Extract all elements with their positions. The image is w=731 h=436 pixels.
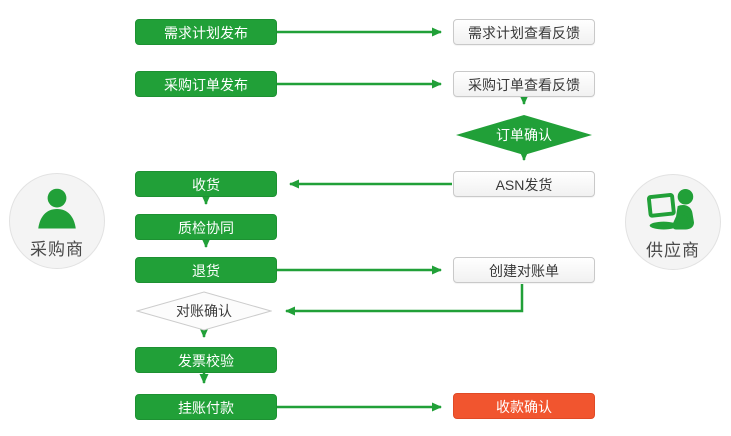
node-receive-goods: 收货 (135, 171, 277, 197)
person-bust-icon (32, 185, 82, 233)
person-laptop-icon (645, 186, 701, 234)
buyer-label: 采购商 (30, 240, 84, 259)
node-pending-payment: 挂账付款 (135, 394, 277, 420)
node-order-confirm: 订单确认 (456, 115, 592, 155)
node-reconciliation-confirm: 对账确认 (136, 291, 272, 331)
node-quality-inspection: 质检协同 (135, 214, 277, 240)
node-demand-plan-view-feedback: 需求计划查看反馈 (453, 19, 595, 45)
supplier-actor: 供应商 (625, 174, 721, 270)
node-purchase-order-publish: 采购订单发布 (135, 71, 277, 97)
node-return-goods: 退货 (135, 257, 277, 283)
node-create-statement: 创建对账单 (453, 257, 595, 283)
node-invoice-verification: 发票校验 (135, 347, 277, 373)
node-demand-plan-publish: 需求计划发布 (135, 19, 277, 45)
node-receipt-confirm: 收款确认 (453, 393, 595, 419)
node-purchase-order-view-feedback: 采购订单查看反馈 (453, 71, 595, 97)
node-asn-ship: ASN发货 (453, 171, 595, 197)
buyer-actor: 采购商 (9, 173, 105, 269)
order-confirm-label: 订单确认 (496, 127, 552, 143)
reconciliation-confirm-label: 对账确认 (176, 303, 232, 319)
supplier-label: 供应商 (646, 241, 700, 260)
